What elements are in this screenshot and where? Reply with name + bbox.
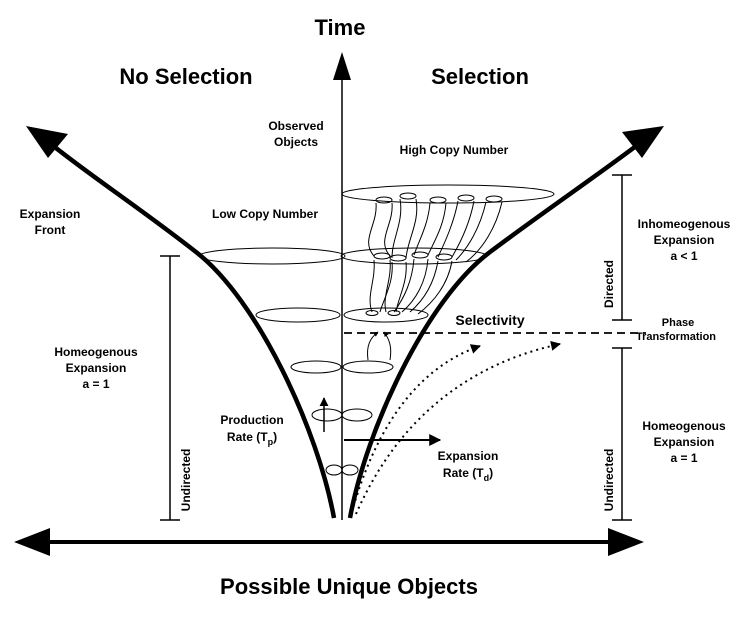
expansion-front-label-2: Front <box>35 223 66 237</box>
left-expansion-text-3: a = 1 <box>82 377 109 391</box>
time-slice-ellipses <box>198 184 555 476</box>
selection-arrows <box>367 331 392 361</box>
right-undirected-label: Undirected <box>602 449 616 512</box>
high-copy-cylinders <box>365 192 503 316</box>
production-rate-close: ) <box>273 430 277 444</box>
left-undirected-label: Undirected <box>179 449 193 512</box>
expansion-front-label-1: Expansion <box>20 207 81 221</box>
right-expansion-front <box>347 126 664 519</box>
y-axis-title: Time <box>315 15 366 40</box>
observed-objects-label-2: Objects <box>274 135 318 149</box>
left-expansion-text-1: Homeogenous <box>54 345 138 359</box>
production-rate-text: Rate (T <box>227 430 268 444</box>
right-upper-text-1: Inhomeogenous <box>638 217 731 231</box>
expansion-rate-label-2: Rate (Td) <box>443 466 493 483</box>
expansion-rate-label-1: Expansion <box>438 449 499 463</box>
expansion-rate-close: ) <box>489 466 493 480</box>
no-selection-heading: No Selection <box>119 64 252 89</box>
high-copy-label: High Copy Number <box>400 143 509 157</box>
right-directed-bracket <box>612 174 632 321</box>
dotted-trajectories <box>351 341 561 515</box>
horizontal-axis <box>14 528 644 556</box>
x-axis-title: Possible Unique Objects <box>220 574 478 599</box>
observed-objects-label-1: Observed <box>268 119 323 133</box>
right-directed-label: Directed <box>602 260 616 308</box>
expansion-rate-subscript: d <box>484 473 490 483</box>
vertical-axis <box>333 52 351 520</box>
selection-heading: Selection <box>431 64 529 89</box>
production-rate-label-1: Production <box>220 413 283 427</box>
right-lower-text-2: Expansion <box>654 435 715 449</box>
right-undirected-bracket <box>612 347 632 521</box>
low-copy-label: Low Copy Number <box>212 207 318 221</box>
right-upper-text-2: Expansion <box>654 233 715 247</box>
left-expansion-front <box>26 126 337 519</box>
selectivity-label: Selectivity <box>455 312 524 328</box>
phase-label-2: Transformation <box>636 331 716 343</box>
right-upper-text-3: a < 1 <box>670 249 697 263</box>
production-rate-subscript: p <box>268 437 274 447</box>
expansion-rate-text: Rate (T <box>443 466 484 480</box>
production-rate-label-2: Rate (Tp) <box>227 430 277 447</box>
left-expansion-text-2: Expansion <box>66 361 127 375</box>
left-undirected-bracket <box>160 255 180 521</box>
phase-label-1: Phase <box>662 317 694 329</box>
right-lower-text-1: Homeogenous <box>642 419 726 433</box>
right-lower-text-3: a = 1 <box>670 451 697 465</box>
